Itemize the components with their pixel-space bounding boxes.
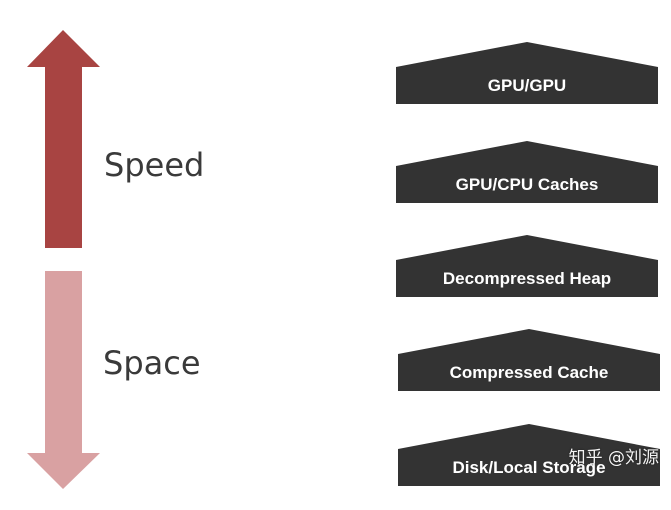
watermark: 知乎 @刘源 bbox=[568, 448, 659, 468]
tier-label: Disk/Local Storage bbox=[452, 458, 606, 477]
space-label: Space bbox=[103, 344, 201, 382]
tier-label: Decompressed Heap bbox=[442, 269, 612, 288]
tier-label: Compressed Cache bbox=[449, 363, 609, 382]
tier-disk-local-storage: Disk/Local Storage bbox=[398, 424, 660, 486]
tier-label: GPU/GPU bbox=[487, 76, 567, 95]
tier-gpu-gpu: GPU/GPU bbox=[396, 42, 658, 104]
space-down-arrow-icon bbox=[27, 271, 100, 489]
tier-shape bbox=[396, 235, 658, 297]
tier-shape bbox=[396, 42, 658, 104]
speed-up-arrow-icon bbox=[27, 30, 100, 248]
tier-compressed-cache: Compressed Cache bbox=[398, 329, 660, 391]
speed-label: Speed bbox=[104, 146, 205, 184]
tier-gpu-cpu-caches: GPU/CPU Caches bbox=[396, 141, 658, 203]
tier-shape bbox=[398, 329, 660, 391]
tier-decompressed-heap: Decompressed Heap bbox=[396, 235, 658, 297]
tier-shape bbox=[396, 141, 658, 203]
tier-shape bbox=[398, 424, 660, 486]
tier-label: GPU/CPU Caches bbox=[455, 175, 599, 194]
